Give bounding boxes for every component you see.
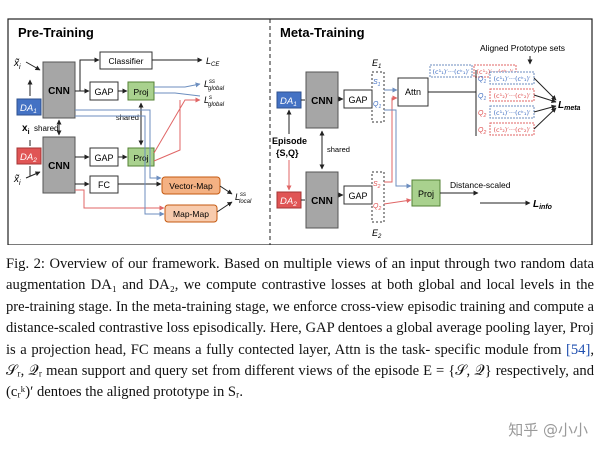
pt-cnn-top (42, 61, 76, 119)
pt-classifier-label: Classifier (109, 56, 144, 66)
mt-s2-label: S2 (373, 181, 381, 190)
caption-fig-label: Fig. 2: (6, 256, 45, 272)
caption-line: of the episode E = {𝒮, 𝒬} respectively, … (6, 363, 594, 401)
mt-shared-label: shared (327, 145, 350, 154)
xi-top-label: x̃i (13, 58, 21, 71)
pretraining-title: Pre-Training (18, 25, 94, 40)
loss-meta: Lmeta (558, 100, 581, 112)
mt-top-proto-1 (429, 64, 473, 78)
mt-s1-label: S1 (373, 79, 381, 88)
mt-cnn-bottom (305, 171, 339, 229)
pt-da2-label: DA2 (20, 152, 37, 164)
mt-q2-label: Q2 (373, 203, 381, 212)
caption-line: at both global and local levels in the p… (6, 277, 595, 315)
mt-e2-label: E2 (372, 228, 382, 240)
mt-da1-label: DA1 (280, 96, 297, 108)
xi-label: xi (22, 123, 30, 136)
mt-q1-label: Q1 (373, 101, 381, 110)
xi-bottom-arrow (25, 171, 41, 179)
pt-gap-bottom-label: GAP (94, 153, 113, 163)
caption-line: contrastive loss episodically. Here, GAP… (98, 320, 566, 337)
pt-proj-bottom (127, 147, 155, 167)
pt-cnn-bottom (42, 136, 76, 194)
pt-da2-box (16, 147, 42, 165)
mt-cnn-bottom-label: CNN (311, 196, 333, 207)
mt-proto-row-text: (c¹₂)′···(cᵏ₂)′ (493, 126, 531, 134)
pt-vector-map-box (161, 176, 221, 195)
mt-e1-box (371, 71, 385, 123)
mt-cnn-top-label: CNN (311, 96, 333, 107)
caption-line: in Sᵣ. (212, 384, 244, 401)
pt-proj-shared-label: shared (116, 113, 139, 122)
pt-cnn-bottom-label: CNN (48, 161, 70, 172)
mt-gap-top-label: GAP (348, 95, 367, 105)
pt-fc-label: FC (98, 180, 110, 190)
xi-bottom-label: x̃i (13, 174, 21, 187)
mt-gap-bottom-label: GAP (348, 191, 367, 201)
pt-proj-bottom-label: Proj (133, 153, 148, 163)
pt-proj-top (127, 81, 155, 101)
mt-da2-label: DA2 (280, 196, 297, 208)
pt-map-map-box (164, 204, 218, 223)
xi-top-arrow (25, 61, 41, 71)
mt-e2-box (371, 171, 385, 223)
caption-line: stage, we enforce cross-view episodic tr… (6, 298, 595, 337)
caption-line: two random data augmentation DA₁ and DA₂… (6, 256, 594, 294)
watermark: 知乎 @小小 (508, 421, 588, 439)
framework-diagram: Pre-Training x̃i DA1 xi shared DA2 x̃i C… (7, 18, 593, 245)
xi-shared-label: shared (34, 124, 58, 133)
pt-cnn-top-label: CNN (48, 86, 70, 97)
mt-distance-label: Distance-scaled (450, 180, 511, 190)
loss-ce: LCE (206, 56, 220, 68)
mt-attn-label: Attn (405, 87, 421, 97)
mt-proj-label: Proj (418, 189, 434, 199)
mt-proto-row-q: Q1 (478, 76, 486, 85)
pt-vector-map-label: Vector-Map (169, 181, 213, 191)
mt-e1-label: E1 (372, 58, 381, 70)
mt-episode-label: Episode (272, 136, 307, 146)
caption-line: specific module from (434, 341, 562, 358)
mt-proto-row-q: Q2 (478, 110, 486, 119)
pt-gap-top-label: GAP (94, 87, 113, 97)
caption-line: , 𝒮ᵣ, 𝒬ᵣ mean support and query set from… (6, 341, 594, 380)
mt-aligned-label: Aligned Prototype sets (480, 43, 565, 53)
caption-line: Overview of our framework. Based on mult… (49, 256, 490, 272)
mt-proto-row-text: (c¹₂)′···(cᵏ₂)′ (493, 92, 531, 100)
caption-line: Proj is a projection head, FC means a fu… (6, 320, 594, 358)
figure-caption: Fig. 2: Overview of our framework. Based… (6, 254, 594, 404)
pt-proj-top-label: Proj (133, 87, 148, 97)
mt-proto-row-text: (c¹₁)′···(cᵏ₁)′ (493, 75, 531, 83)
loss-info: Linfo (533, 199, 553, 211)
mt-proto-row-q: Q2 (478, 127, 486, 136)
caption-citation-link[interactable]: [54] (566, 341, 591, 358)
mt-top-proto-1-label: (c¹₁)′···(cᵏ₁)′ (432, 68, 470, 76)
mt-proto-row-q: Q1 (478, 93, 486, 102)
mt-proto-rows: Q1 (c¹₁)′···(cᵏ₁)′ Q1 (c¹₂)′···(cᵏ₂)′ Q2… (478, 71, 535, 136)
mt-episode-set: {S,Q} (276, 148, 299, 158)
metatraining-title: Meta-Training (280, 25, 365, 40)
mt-proto-row-text: (c¹₁)′···(cᵏ₁)′ (493, 109, 531, 117)
pt-map-map-label: Map-Map (173, 209, 209, 219)
pt-da1-box (16, 98, 42, 116)
mt-cnn-top (305, 71, 339, 129)
mt-attn-box (397, 77, 429, 107)
figure-frame (7, 18, 593, 245)
mt-proj-box (411, 179, 441, 207)
pt-da1-label: DA1 (20, 103, 37, 115)
